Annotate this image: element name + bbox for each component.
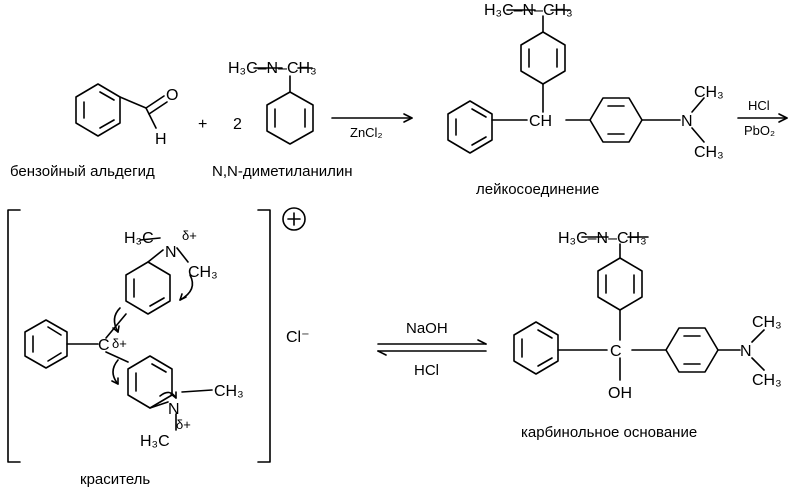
leuco-ch: CH	[529, 113, 552, 130]
dimethylaniline-structure	[253, 67, 314, 145]
aldehyde-hydrogen: H	[155, 131, 167, 148]
dye-n-top: N	[165, 244, 177, 261]
oxidant-bottom-label: PbO₂	[744, 123, 775, 138]
benzaldehyde-name: бензойный альдегид	[10, 163, 155, 180]
dye-structure	[24, 237, 213, 431]
dye-h3c-top: H₃C	[124, 230, 154, 247]
dye-brackets	[7, 207, 306, 463]
counterion: Cl⁻	[286, 329, 310, 346]
carbinol-top-nme2: H₃C–N–CH₃	[558, 230, 647, 247]
carbinol-ch3-bottom: CH₃	[752, 372, 782, 389]
oxidant-top-label: HCl	[748, 98, 770, 113]
equilibrium-arrows	[377, 339, 487, 356]
dye-h3c-bottom: H₃C	[140, 433, 170, 450]
carbinol-name: карбинольное основание	[521, 424, 697, 441]
zncl2-arrow	[331, 113, 413, 123]
oxidation-arrow	[737, 113, 788, 123]
catalyst-label: ZnCl₂	[350, 125, 383, 140]
dye-ch3-bottom: CH₃	[214, 383, 244, 400]
dye-delta-top: δ+	[182, 228, 197, 243]
leuco-n: N	[681, 113, 693, 130]
leuco-ch3-top: CH₃	[694, 84, 724, 101]
leuco-top-nme2: H₃C–N–CH₃	[484, 2, 573, 19]
carbinol-central-c: C	[610, 343, 622, 360]
dimethylaniline-nme2: H₃C–N–CH₃	[228, 60, 317, 77]
benzaldehyde-structure	[75, 83, 168, 137]
leuco-name: лейкосоединение	[476, 181, 599, 198]
carbinol-base-structure	[513, 236, 765, 381]
dye-central-c: C	[98, 337, 110, 354]
coefficient: 2	[233, 116, 242, 133]
dye-ch3-top: CH₃	[188, 264, 218, 281]
carbinol-n: N	[740, 343, 752, 360]
carbinol-oh: OH	[608, 385, 632, 402]
leuco-compound-structure	[447, 9, 705, 154]
dimethylaniline-name: N,N-диметиланилин	[212, 163, 353, 180]
carbinol-ch3-top: CH₃	[752, 314, 782, 331]
forward-reagent: NaOH	[406, 320, 448, 337]
leuco-ch3-bottom: CH₃	[694, 144, 724, 161]
plus-sign: +	[198, 116, 207, 133]
aldehyde-oxygen: O	[166, 87, 178, 104]
dye-name: краситель	[80, 471, 150, 488]
dye-delta-center: δ+	[112, 336, 127, 351]
dye-delta-bottom: δ+	[176, 417, 191, 432]
dye-n-bottom: N	[168, 401, 180, 418]
reverse-reagent: HCl	[414, 362, 439, 379]
